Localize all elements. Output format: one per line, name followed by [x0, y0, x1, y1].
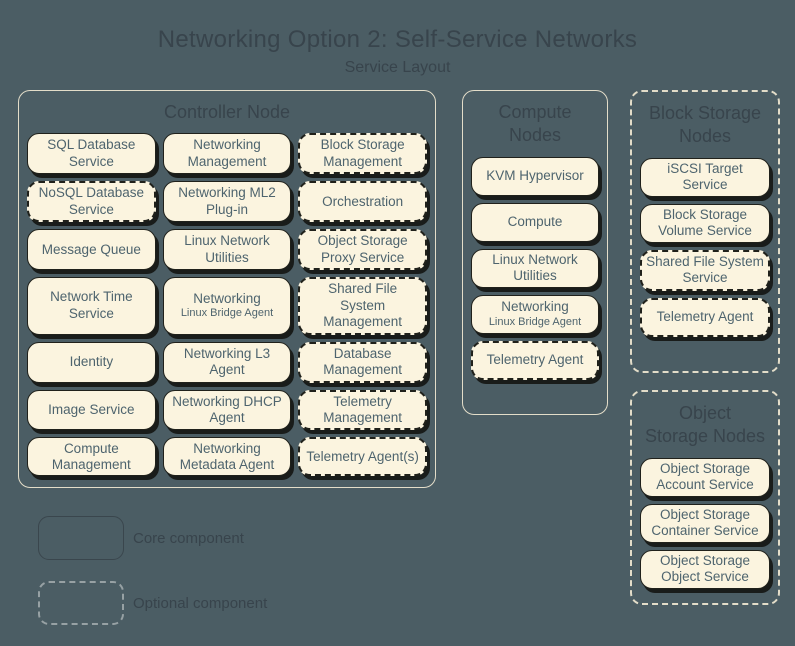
component-label: iSCSI Target Service [667, 160, 743, 193]
component-optional: Telemetry Management [298, 389, 427, 431]
component-label: Linux Network Utilities [184, 233, 270, 265]
component-label: Message Queue [41, 241, 141, 257]
controller-component-grid: SQL Database Service Networking Managemen… [19, 124, 435, 484]
component-sublabel: Linux Bridge Agent [488, 315, 582, 328]
component-label: Orchestration [322, 193, 404, 209]
component-label: Telemetry Agent(s) [306, 448, 419, 464]
optional-component-swatch [38, 581, 124, 625]
component-label: Shared File System Management [323, 281, 403, 330]
object-storage-nodes-group: Object Storage Nodes Object Storage Acco… [630, 390, 780, 605]
component-core: Object Storage Container Service [640, 503, 770, 543]
component-core: Image Service [27, 389, 156, 431]
component-label: NoSQL Database Service [38, 185, 144, 217]
component-label: SQL Database Service [47, 137, 136, 169]
legend-optional-label: Optional component [133, 594, 268, 612]
component-optional: Telemetry Agent(s) [298, 437, 427, 477]
component-optional: NoSQL Database Service [27, 181, 156, 223]
component-optional: Shared File System Management [298, 277, 427, 335]
component-core: Network Time Service [27, 277, 156, 335]
block-storage-nodes-group: Block Storage Nodes iSCSI Target Service… [630, 90, 780, 373]
diagram-title: Networking Option 2: Self-Service Networ… [157, 26, 638, 53]
component-label: Object Storage Proxy Service [317, 233, 408, 265]
component-label: Networking Management [187, 137, 267, 169]
component-core: Networking DHCP Agent [162, 389, 292, 431]
legend-core-label: Core component [133, 529, 244, 547]
component-label: Networking [193, 290, 261, 306]
core-component-swatch [38, 516, 124, 560]
component-optional: Orchestration [298, 181, 427, 223]
component-core: Message Queue [27, 229, 156, 271]
component-optional: Database Management [298, 341, 427, 383]
component-label: Compute [507, 214, 563, 230]
component-optional: Object Storage Proxy Service [298, 229, 427, 271]
component-label: Image Service [48, 401, 135, 417]
component-core: Compute Management [27, 437, 156, 477]
legend: Core component Optional component [38, 516, 267, 646]
component-core: Networking ML2 Plug-in [162, 181, 292, 223]
component-label: Networking [501, 299, 569, 315]
component-label: Networking L3 Agent [183, 345, 271, 378]
component-label: Telemetry Agent [486, 352, 584, 368]
diagram-subtitle: Service Layout [344, 59, 451, 76]
component-optional: Shared File System Service [640, 249, 770, 291]
component-core: Block Storage Volume Service [640, 203, 770, 243]
compute-nodes-title: Compute Nodes [498, 102, 572, 146]
controller-node-title: Controller Node [163, 102, 291, 122]
legend-core-row: Core component [38, 516, 267, 560]
component-label: Network Time Service [50, 289, 133, 321]
component-core: Object Storage Account Service [640, 457, 770, 497]
component-optional: Telemetry Agent [640, 297, 770, 337]
component-label: Telemetry Management [323, 393, 403, 426]
component-label: Telemetry Agent [656, 308, 754, 324]
component-core: Linux Network Utilities [471, 248, 599, 288]
component-label: Shared File System Service [646, 253, 764, 286]
component-core: Object Storage Object Service [640, 549, 770, 589]
component-core: Compute [471, 202, 599, 242]
component-label: Linux Network Utilities [492, 251, 578, 284]
component-core: Linux Network Utilities [162, 229, 292, 271]
legend-optional-row: Optional component [38, 581, 267, 625]
component-core: KVM Hypervisor [471, 156, 599, 196]
component-core: iSCSI Target Service [640, 157, 770, 197]
component-optional: Block Storage Management [298, 133, 427, 175]
component-core: Networking Management [162, 133, 292, 175]
component-label: Compute Management [51, 440, 131, 472]
component-label: Networking Metadata Agent [179, 440, 275, 472]
component-label: Object Storage Account Service [656, 460, 754, 493]
component-sublabel: Linux Bridge Agent [180, 307, 274, 320]
block-storage-nodes-title: Block Storage Nodes [648, 103, 762, 147]
component-label: Networking ML2 Plug-in [178, 185, 276, 217]
component-optional: Telemetry Agent [471, 340, 599, 380]
component-label: Object Storage Object Service [659, 552, 751, 585]
component-label: Database Management [323, 345, 403, 378]
component-core: Networking Metadata Agent [162, 437, 292, 477]
component-core: SQL Database Service [27, 133, 156, 175]
component-label: Block Storage Volume Service [658, 206, 752, 239]
component-label: KVM Hypervisor [486, 168, 584, 184]
component-label: Object Storage Container Service [651, 506, 759, 539]
object-storage-nodes-title: Object Storage Nodes [644, 403, 766, 447]
component-label: Identity [69, 353, 114, 369]
component-label: Block Storage Management [320, 137, 405, 169]
component-label: Networking DHCP Agent [172, 393, 282, 426]
component-core: Networking L3 Agent [162, 341, 292, 383]
component-core: Identity [27, 341, 156, 383]
